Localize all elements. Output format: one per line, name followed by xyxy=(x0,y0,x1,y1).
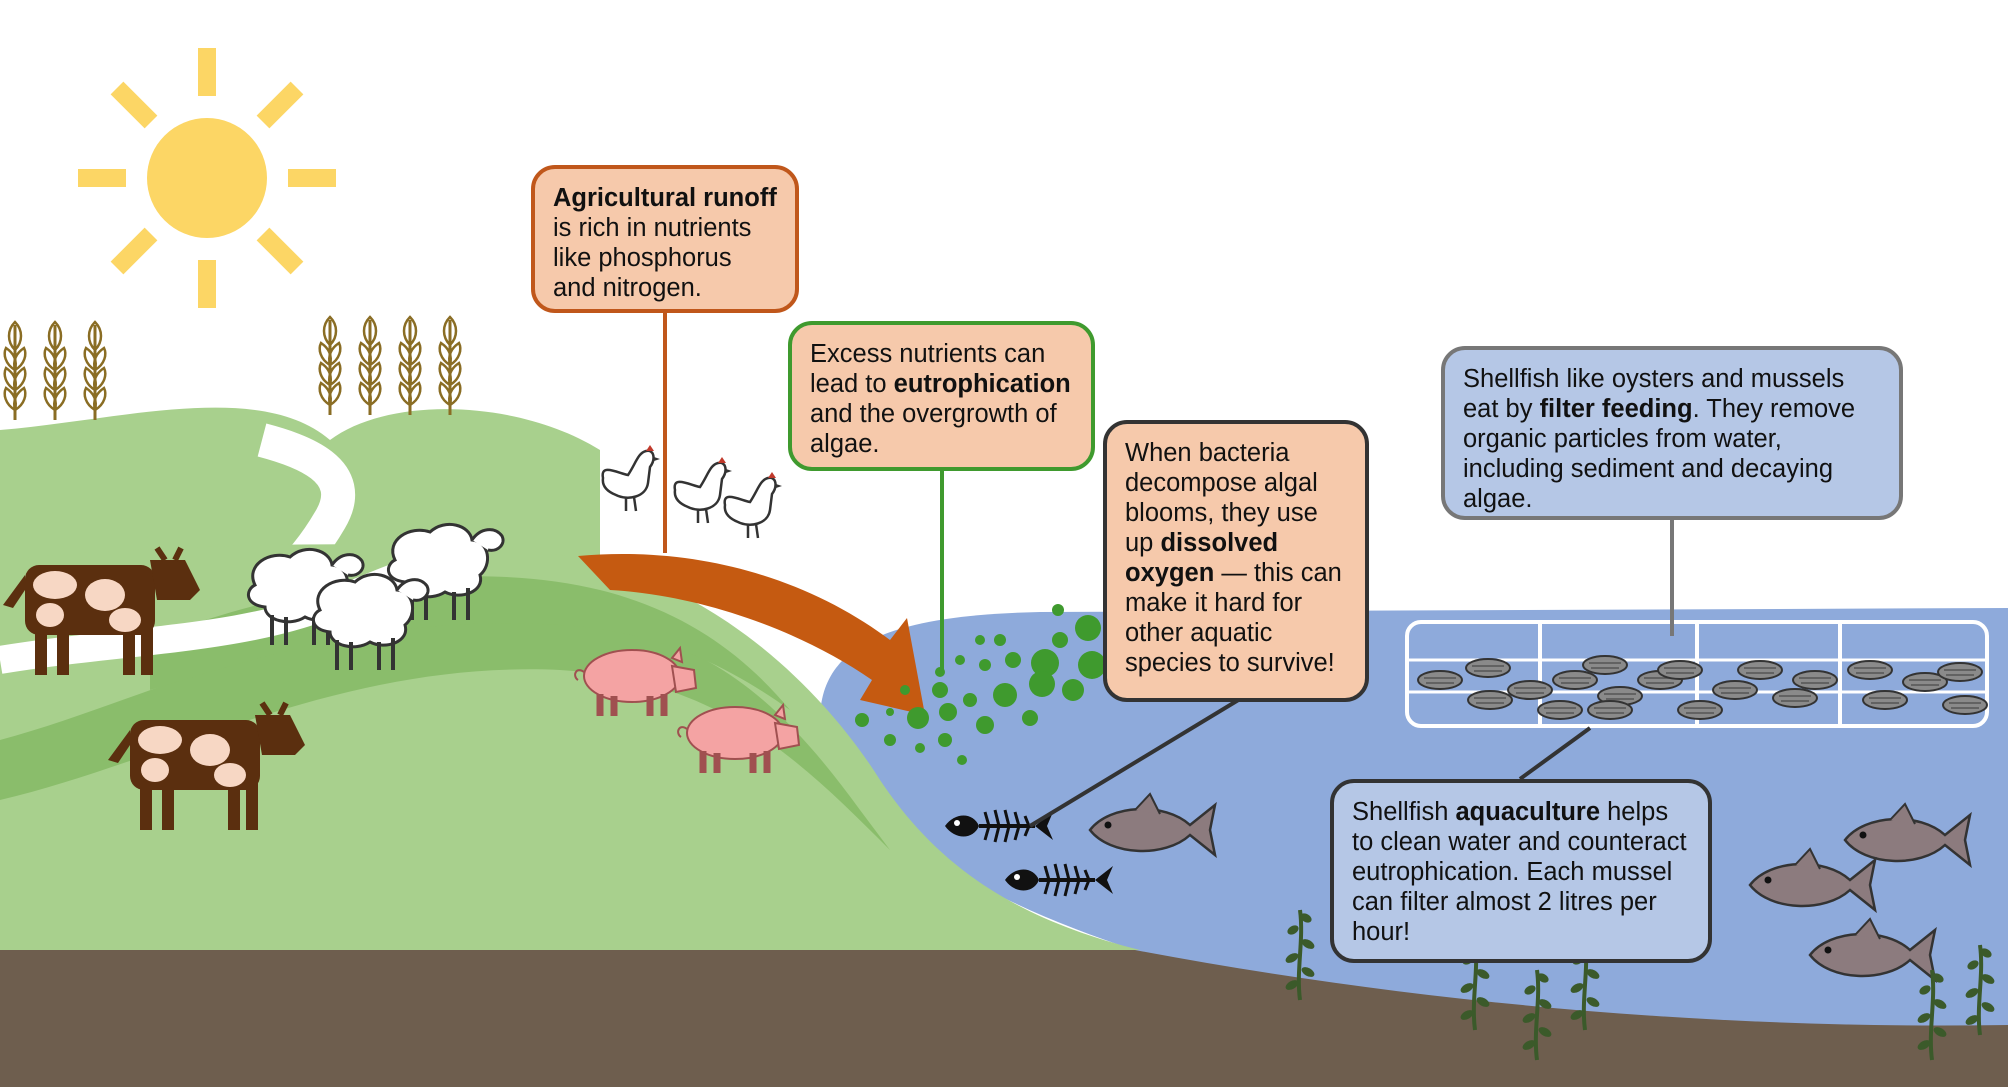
callout-aquaculture: Shellfish aquaculture helps to clean wat… xyxy=(1330,779,1712,963)
wheat-icon xyxy=(3,320,27,422)
algae-bloom xyxy=(855,604,1106,765)
runoff-bold: Agricultural runoff xyxy=(553,184,777,212)
callout-filter-feeding: Shellfish like oysters and mussels eat b… xyxy=(1441,346,1903,520)
aquaculture-connector xyxy=(1518,726,1592,781)
chicken-icon xyxy=(673,455,734,525)
eutro-bold: eutrophication xyxy=(893,370,1071,398)
callout-eutrophication: Excess nutrients can lead to eutrophicat… xyxy=(788,321,1095,471)
callout-agricultural-runoff: Agricultural runoff is rich in nutrients… xyxy=(531,165,799,313)
wheat-icon xyxy=(318,315,342,417)
chicken-icon xyxy=(601,443,662,513)
wheat-icon xyxy=(43,320,67,422)
oxygen-after: — this can make it hard for other aquati… xyxy=(1125,559,1342,677)
chicken-icon xyxy=(723,470,784,540)
wheat-icon xyxy=(398,315,422,417)
aqua-before: Shellfish xyxy=(1352,798,1449,826)
wheat-icon xyxy=(358,315,382,417)
filter-before: Shellfish like oysters and mussels eat b… xyxy=(1463,365,1845,423)
aqua-after: helps to clean water and counteract eutr… xyxy=(1352,798,1687,946)
oxygen-bold: dissolved oxygen xyxy=(1125,529,1279,587)
oxygen-before: When bacteria decompose algal blooms, th… xyxy=(1125,439,1318,557)
eutro-after: and the overgrowth of algae. xyxy=(810,400,1057,458)
aqua-bold: aquaculture xyxy=(1455,798,1601,826)
wheat-icon xyxy=(83,320,107,422)
runoff-text: is rich in nutrients like phosphorus and… xyxy=(553,214,752,302)
oxygen-connector xyxy=(1028,697,1242,828)
filter-bold: filter feeding xyxy=(1539,395,1693,423)
callout-dissolved-oxygen: When bacteria decompose algal blooms, th… xyxy=(1103,420,1369,702)
filter-after: . They remove organic particles from wat… xyxy=(1463,395,1856,513)
wheat-icon xyxy=(438,315,462,417)
eutro-before: Excess nutrients can lead to xyxy=(810,340,1046,398)
runoff-arrow xyxy=(578,553,925,715)
sun-icon xyxy=(78,48,336,308)
